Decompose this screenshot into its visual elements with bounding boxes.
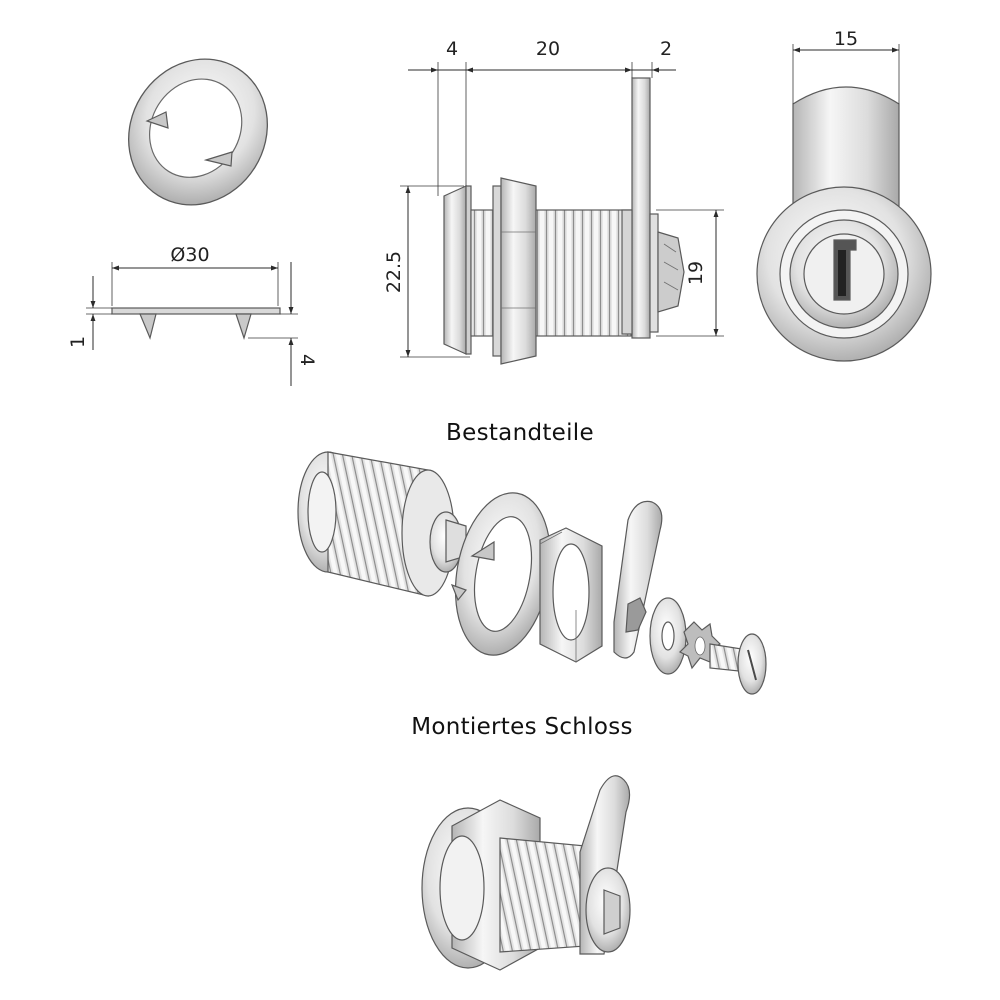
lock-front-view: 15	[756, 28, 932, 362]
part-flat-washer	[649, 597, 687, 675]
part-cam	[613, 500, 663, 659]
dim-front-collar: 4	[446, 38, 458, 60]
dim-washer-prong: 4	[296, 354, 318, 366]
dim-flange-height: 22.5	[383, 251, 405, 293]
caption-assembled: Montiertes Schloss	[411, 714, 633, 740]
assembled-lock	[421, 775, 631, 971]
dim-body-height: 19	[685, 261, 707, 285]
washer-side-view: Ø30 1 4	[67, 244, 318, 386]
dim-cam-thickness: 2	[660, 38, 672, 60]
dim-body-length: 20	[536, 38, 560, 60]
dim-washer-thickness: 1	[67, 336, 89, 348]
washer-perspective	[128, 58, 268, 206]
part-lock-cylinder	[297, 451, 467, 597]
caption-components: Bestandteile	[446, 420, 594, 446]
part-washer	[450, 492, 552, 656]
exploded-view	[297, 451, 767, 695]
part-screw	[709, 633, 767, 695]
lock-side-view: 4 20 2 22.5 19	[383, 38, 724, 365]
part-hex-nut	[539, 527, 603, 663]
dim-washer-diameter: Ø30	[170, 244, 209, 266]
dim-cam-width: 15	[834, 28, 858, 50]
